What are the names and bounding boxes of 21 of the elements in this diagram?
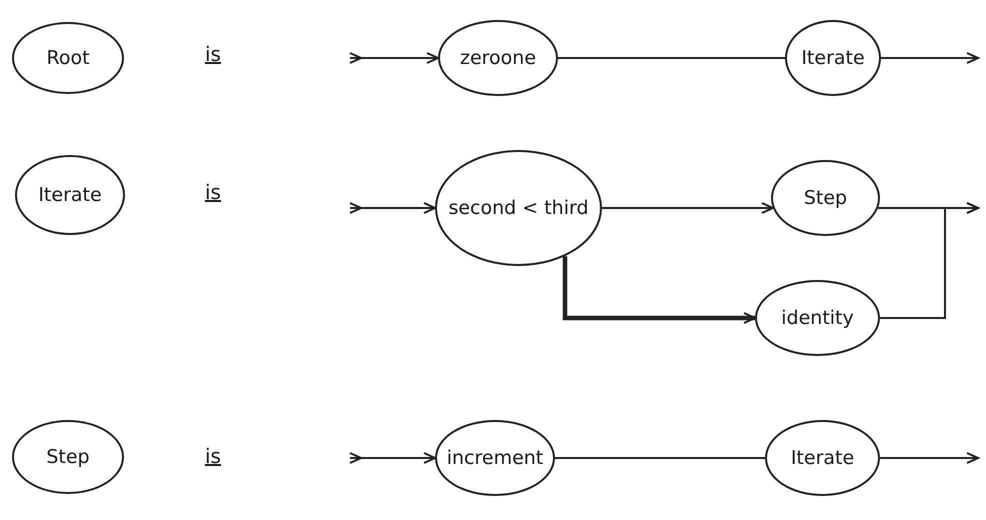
- arrow: [562, 256, 756, 324]
- node-label: Root: [46, 47, 90, 69]
- arrow: [349, 452, 436, 464]
- arrow: [602, 202, 774, 214]
- keyword-label: is: [205, 42, 221, 66]
- node-label: Step: [804, 187, 848, 209]
- node-label: increment: [446, 447, 544, 469]
- node-label: Step: [46, 446, 90, 468]
- node-label: second < third: [448, 197, 589, 219]
- arrow: [880, 452, 979, 464]
- arrow: [349, 202, 436, 214]
- arrow: [880, 202, 979, 319]
- node-label: Iterate: [38, 184, 102, 206]
- keyword-label: is: [205, 444, 221, 468]
- node-label: zeroone: [460, 47, 536, 69]
- keyword-label: is: [205, 180, 221, 204]
- node-label: Iterate: [790, 447, 854, 469]
- arrow: [349, 52, 439, 64]
- arrow: [881, 52, 979, 64]
- node-label: Iterate: [801, 47, 865, 69]
- node-label: identity: [781, 307, 854, 329]
